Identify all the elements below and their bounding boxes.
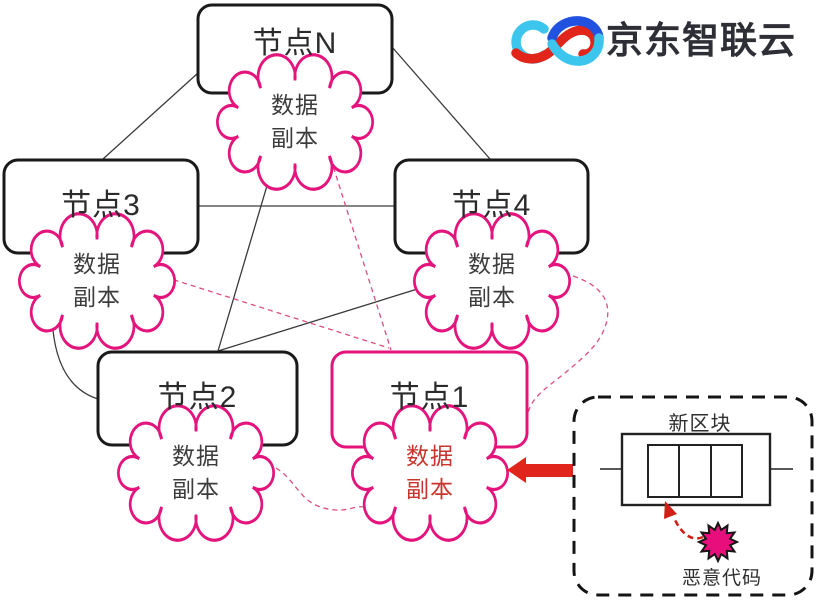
new-block-title: 新区块	[668, 413, 732, 435]
block-cell	[678, 444, 712, 498]
logo-stroke-blue	[547, 16, 604, 43]
node-3-replica-label: 数据 副本	[37, 248, 157, 314]
block-cell	[710, 444, 743, 498]
panel-dashed-border	[572, 395, 814, 597]
injection-arrow-icon	[507, 457, 573, 483]
dashed-link-cloudN-node1	[327, 149, 392, 351]
node-4-replica-label: 数据 副本	[432, 248, 552, 314]
replica-line: 数据	[73, 251, 121, 277]
jd-cloud-logo-icon	[511, 16, 604, 66]
new-block-panel	[572, 395, 814, 597]
node-4-label: 节点4	[451, 189, 532, 222]
logo-stroke-cyan-right	[547, 33, 604, 66]
malware-arrow-curve	[673, 519, 704, 540]
replication-links	[164, 149, 609, 511]
replica-line: 副本	[468, 284, 516, 310]
node-1-replica-label-infected: 数据 副本	[370, 440, 490, 506]
replica-line: 副本	[406, 476, 454, 502]
node-2-replica-label: 数据 副本	[136, 440, 256, 506]
replica-line: 数据	[271, 92, 319, 118]
replica-line: 数据	[172, 443, 220, 469]
jd-cloud-logo-text: 京东智联云	[606, 20, 796, 61]
node-3-label: 节点3	[61, 189, 141, 222]
dashed-link-cloud3-node1	[164, 276, 390, 349]
replica-line: 副本	[73, 284, 121, 310]
link-nodeN-node3	[102, 72, 199, 160]
malware-starburst-icon	[696, 520, 740, 564]
replica-line: 副本	[271, 125, 319, 151]
replica-line: 数据	[468, 251, 516, 277]
node-2-label: 节点2	[157, 381, 238, 414]
dashed-link-cloud4-node1	[527, 275, 609, 414]
malicious-code-label: 恶意代码	[681, 568, 762, 589]
malware-arrowhead-icon	[664, 501, 677, 519]
replica-line: 副本	[172, 476, 220, 502]
node-1-label: 节点1	[389, 381, 470, 414]
node-n-label: 节点N	[252, 27, 338, 60]
dashed-link-cloud2-cloud1	[267, 463, 371, 511]
block-cell-infected	[647, 444, 680, 498]
node-n-replica-label: 数据 副本	[235, 89, 355, 155]
link-nodeN-node4	[391, 46, 491, 160]
replica-line: 数据	[406, 443, 454, 469]
